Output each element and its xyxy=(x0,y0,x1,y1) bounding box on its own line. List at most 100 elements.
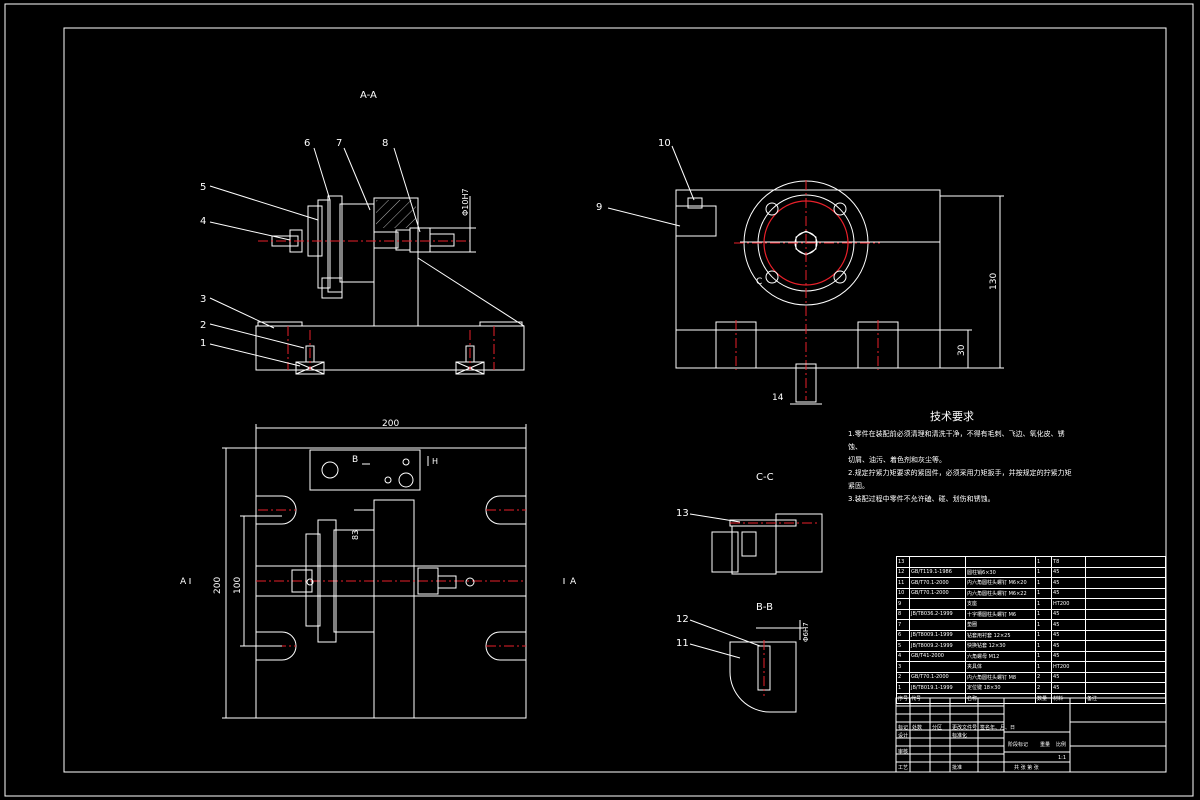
balloon-5: 5 xyxy=(200,182,206,193)
balloon-9: 9 xyxy=(596,202,602,213)
bom-cell: 1 xyxy=(895,682,911,694)
note-line: 切屑、油污、着色剂和灰尘等。 xyxy=(848,456,946,464)
dim-200-side: 200 xyxy=(213,577,223,594)
bom-cell: 7 xyxy=(895,619,911,631)
dim-14: 14 xyxy=(772,393,784,403)
balloon-12: 12 xyxy=(676,614,689,625)
bom-cell: GB/T119.1-1986 xyxy=(909,566,967,578)
bom-header-cell: 材料 xyxy=(1051,692,1087,704)
bom-cell xyxy=(1085,682,1167,694)
note-line: 1.零件在装配前必须清理和清洗干净，不得有毛刺、飞边、氧化皮、锈蚀、 xyxy=(848,430,1065,451)
bom-cell: HT200 xyxy=(1051,598,1087,610)
bom-cell xyxy=(1085,556,1167,568)
view-a-mark-left: A xyxy=(180,577,187,587)
bom-cell: 45 xyxy=(1051,640,1087,652)
bom-cell xyxy=(1085,640,1167,652)
bom-cell: 3 xyxy=(895,661,911,673)
balloon-11: 11 xyxy=(676,638,689,649)
tb-designer: 设计 xyxy=(898,733,909,739)
tb-count: 处数 xyxy=(912,725,923,731)
bom-cell: 9 xyxy=(895,598,911,610)
bom-cell: 1 xyxy=(1035,619,1053,631)
balloon-3: 3 xyxy=(200,294,206,305)
bom-cell: 6 xyxy=(895,629,911,641)
tb-review: 审核 xyxy=(898,749,909,755)
bom-cell: 45 xyxy=(1051,619,1087,631)
bom-cell: 45 xyxy=(1051,587,1087,599)
view-b-b-label: B-B xyxy=(756,602,773,613)
dim-130: 130 xyxy=(989,273,999,290)
bom-cell xyxy=(909,619,967,631)
balloon-2: 2 xyxy=(200,320,206,331)
bom-cell xyxy=(1085,619,1167,631)
bom-cell: 1 xyxy=(1035,629,1053,641)
bom-cell xyxy=(909,598,967,610)
bom-cell: GB/T41-2000 xyxy=(909,650,967,662)
bom-cell: 夹具体 xyxy=(965,661,1037,673)
title-block xyxy=(895,697,1167,773)
balloon-10: 10 xyxy=(658,138,671,149)
bom-cell xyxy=(1085,671,1167,683)
tb-craft: 工艺 xyxy=(898,765,909,771)
bom-cell xyxy=(1085,587,1167,599)
notes-title: 技术要求 xyxy=(930,410,974,423)
bom-header-cell: 代号 xyxy=(909,692,967,704)
balloon-6: 6 xyxy=(304,138,310,149)
balloon-13: 13 xyxy=(676,508,689,519)
view-a-mark-right: A xyxy=(570,577,577,587)
bom-cell: 12 xyxy=(895,566,911,578)
bom-cell: 1 xyxy=(1035,587,1053,599)
dim-phi10: Φ10H7 xyxy=(461,188,470,216)
bom-cell: 45 xyxy=(1051,608,1087,620)
bom-cell: 内六角圆柱头螺钉 M6×20 xyxy=(965,577,1037,589)
dim-100: 100 xyxy=(233,577,243,594)
tb-scale: 比例 xyxy=(1056,742,1067,748)
bom-cell: 13 xyxy=(895,556,911,568)
view-h-mark: H xyxy=(432,457,438,466)
bom-header-cell: 数量 xyxy=(1035,692,1053,704)
tb-mark: 标记 xyxy=(898,725,909,731)
bom-cell xyxy=(1085,577,1167,589)
view-c-c-label: C-C xyxy=(756,472,774,483)
bom-cell: JB/T8009.1-1999 xyxy=(909,629,967,641)
view-a-a-label: A-A xyxy=(360,90,377,101)
bom-cell xyxy=(1085,598,1167,610)
bom-cell: 2 xyxy=(1035,671,1053,683)
tb-sign: 签名 xyxy=(980,725,991,731)
bom-cell: 2 xyxy=(1035,682,1053,694)
bom-cell: 支座 xyxy=(965,598,1037,610)
bom-cell xyxy=(1085,608,1167,620)
tb-standard: 标准化 xyxy=(952,733,968,739)
bom-cell: 垫圈 xyxy=(965,619,1037,631)
bom-cell: 内六角圆柱头螺钉 M6×22 xyxy=(965,587,1037,599)
bom-cell: 1 xyxy=(1035,640,1053,652)
tb-weight: 重量 xyxy=(1040,742,1051,748)
bom-cell: 1 xyxy=(1035,608,1053,620)
bom-cell: 1 xyxy=(1035,577,1053,589)
bom-cell: 4 xyxy=(895,650,911,662)
bom-cell: GB/T70.1-2000 xyxy=(909,577,967,589)
bom-cell: 10 xyxy=(895,587,911,599)
bom-cell: 内六角圆柱头螺钉 M8 xyxy=(965,671,1037,683)
bom-cell: 45 xyxy=(1051,566,1087,578)
bom-cell: GB/T70.1-2000 xyxy=(909,671,967,683)
bom-cell xyxy=(909,556,967,568)
drawing-frame xyxy=(4,3,1194,797)
technical-notes: 1.零件在装配前必须清理和清洗干净，不得有毛刺、飞边、氧化皮、锈蚀、 切屑、油污… xyxy=(848,428,1078,506)
bom-cell: 1 xyxy=(1035,650,1053,662)
balloon-7: 7 xyxy=(336,138,342,149)
bom-cell: T8 xyxy=(1051,556,1087,568)
view-a-a: A-A xyxy=(200,90,525,375)
bom-cell: 圆柱销6×30 xyxy=(965,566,1037,578)
dim-83: 83 xyxy=(351,530,360,540)
